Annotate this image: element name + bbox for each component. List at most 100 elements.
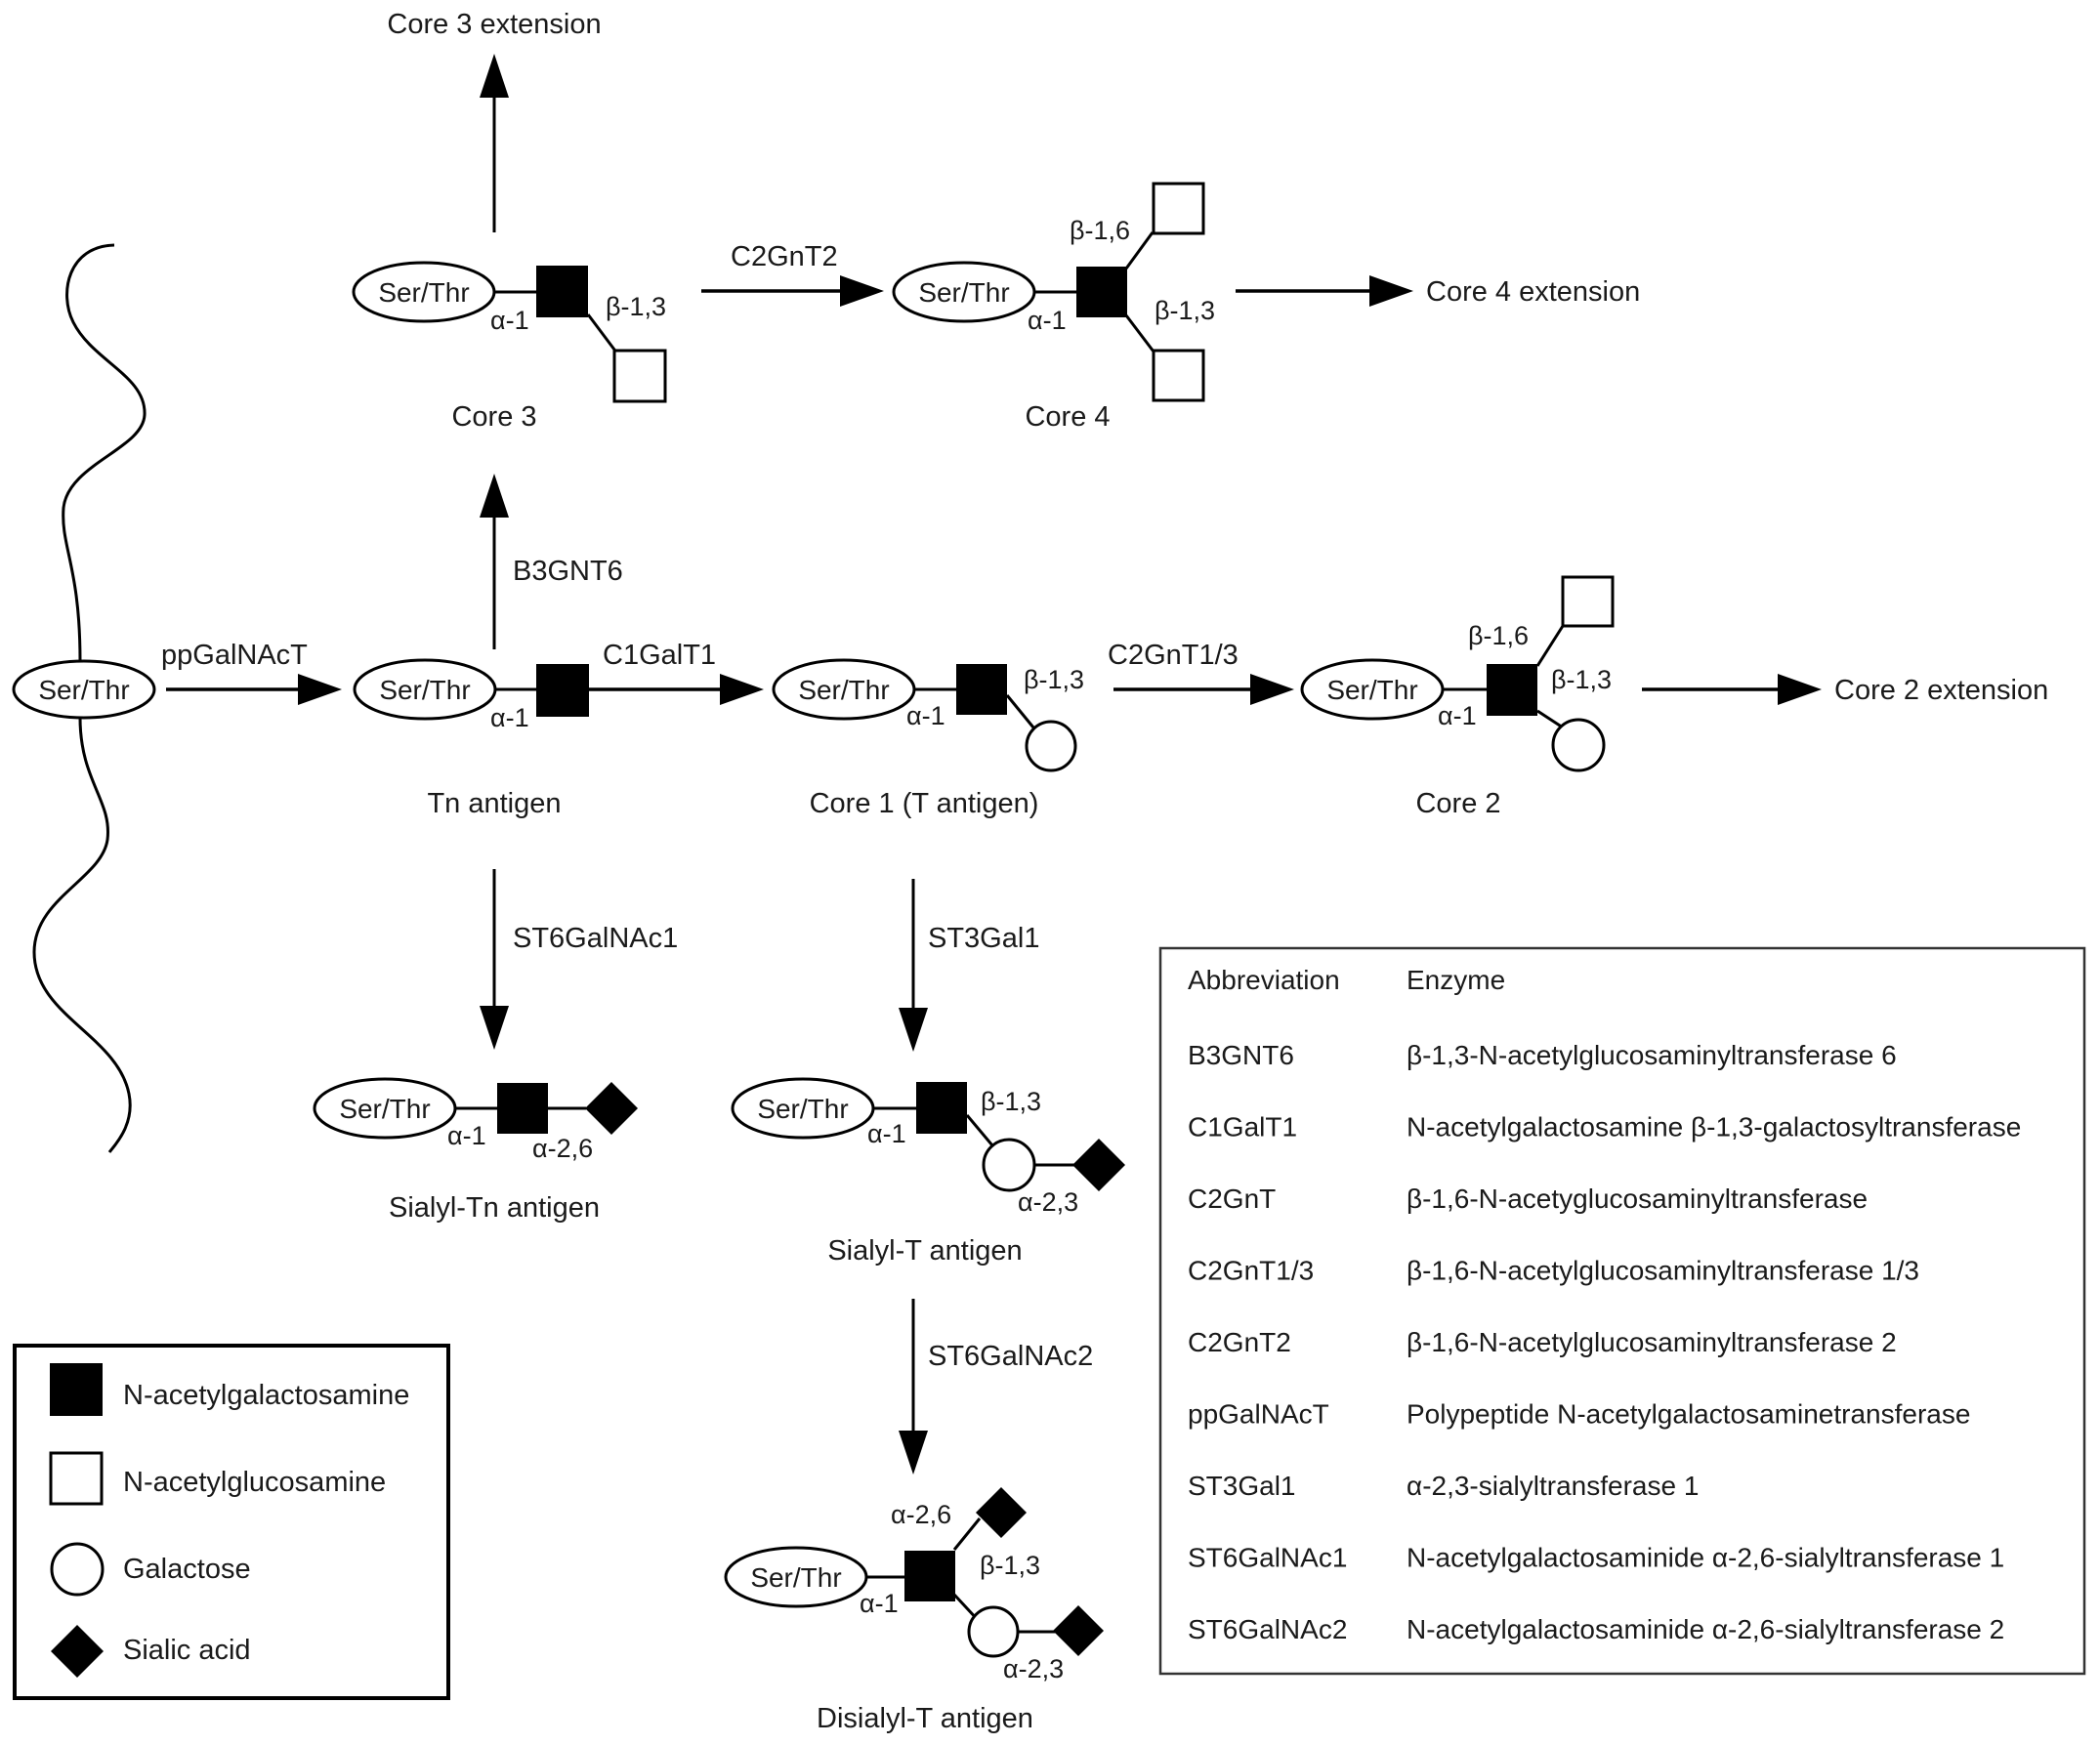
core2-extension-label: Core 2 extension [1834,675,2048,706]
svg-text:α-1: α-1 [1028,306,1067,335]
galactose-icon [967,1605,1020,1658]
table-header-abbreviation: Abbreviation [1188,965,1340,995]
legend-label-galnac: N-acetylgalactosamine [123,1380,409,1411]
galnac-icon [536,266,588,317]
polypeptide-chain-icon [32,243,147,1153]
table-cell-abbreviation: B3GNT6 [1188,1040,1294,1070]
galactose-icon [1551,718,1606,772]
table-cell-abbreviation: ST6GalNAc1 [1188,1543,1347,1573]
structure-label-core4: Core 4 [1025,401,1110,433]
table-cell-abbreviation: C2GnT2 [1188,1327,1291,1357]
arrow-b3gnt6 [480,474,509,649]
table-row: B3GNT6 β-1,3-N-acetylglucosaminyltransfer… [1188,1040,1897,1070]
structure-core3: Ser/Thr α-1 β-1,3 Core 3 [352,261,667,433]
svg-text:β-1,3: β-1,3 [981,1087,1041,1116]
table-cell-enzyme: β-1,6-N-acetyglucosaminyltransferase [1407,1184,1868,1214]
table-row: C2GnT β-1,6-N-acetyglucosaminyltransferas… [1188,1184,1868,1214]
svg-text:α-1: α-1 [867,1119,906,1148]
svg-text:α-2,3: α-2,3 [1003,1654,1064,1683]
structure-label-sialyl-t: Sialyl-T antigen [827,1235,1022,1267]
table-cell-enzyme: N-acetylgalactosamine β-1,3-galactosyltr… [1407,1112,2021,1143]
table-cell-enzyme: Polypeptide N-acetylgalactosaminetransfe… [1407,1399,1970,1430]
arrows [166,54,1822,1475]
galnac-icon [956,664,1007,715]
svg-text:Ser/Thr: Ser/Thr [1326,675,1417,705]
table-cell-enzyme: β-1,3-N-acetylglucosaminyltransferase 6 [1407,1040,1897,1070]
svg-text:α-1: α-1 [906,701,945,730]
enzyme-label-ppgalnact: ppGalNAcT [161,640,308,671]
glcnac-icon [1152,349,1205,402]
structure-sialyl-t: Ser/Thr α-1 β-1,3 α-2,3 Sialyl-T antigen [731,1077,1125,1267]
sialic-acid-icon [976,1487,1027,1538]
table-header-enzyme: Enzyme [1407,965,1505,995]
table-cell-enzyme: β-1,6-N-acetylglucosaminyltransferase 1/… [1407,1256,1919,1286]
svg-text:β-1,3: β-1,3 [606,292,666,321]
enzyme-label-c2gnt1-3: C2GnT1/3 [1108,640,1239,671]
galactose-icon [1025,720,1077,772]
glcnac-icon [612,349,667,403]
arrow-core2-extension [1642,674,1822,705]
arrow-ppgalnact [166,674,342,705]
svg-text:β-1,3: β-1,3 [1155,296,1215,325]
table-row: ST6GalNAc1 N-acetylgalactosaminide α-2,6-… [1188,1543,2004,1573]
table-cell-abbreviation: C2GnT1/3 [1188,1256,1314,1286]
svg-text:β-1,3: β-1,3 [980,1551,1040,1580]
sialic-acid-icon [1053,1605,1104,1656]
svg-text:α-1: α-1 [860,1589,899,1618]
svg-text:Ser/Thr: Ser/Thr [757,1094,848,1124]
galnac-icon [536,664,589,717]
svg-text:Ser/Thr: Ser/Thr [918,277,1009,308]
galactose-icon [982,1138,1036,1192]
arrow-st6galnac2 [899,1299,928,1475]
structure-core1: Ser/Thr α-1 β-1,3 Core 1 (T antigen) [772,658,1084,819]
svg-text:Ser/Thr: Ser/Thr [378,277,469,308]
arrow-c2gnt2 [701,275,884,307]
enzyme-label-st3gal1: ST3Gal1 [928,923,1039,954]
peptide-serthr-free: Ser/Thr [12,659,156,720]
sialic-acid-icon [585,1082,638,1135]
legend-label-sialic-acid: Sialic acid [123,1635,251,1666]
symbol-legend: N-acetylgalactosamine N-acetylglucosamin… [13,1344,450,1700]
enzyme-label-st6galnac2: ST6GalNAc2 [928,1341,1093,1372]
arrow-core3-extension [480,54,509,232]
galnac-icon [497,1083,548,1134]
enzyme-label-c1galt1: C1GalT1 [603,640,716,671]
structure-label-core1: Core 1 (T antigen) [810,788,1039,819]
arrow-c2gnt1-3 [1113,674,1294,705]
core3-extension-label: Core 3 extension [387,9,601,40]
structure-label-disialyl-t: Disialyl-T antigen [817,1703,1033,1734]
arrow-st3gal1 [899,879,928,1052]
enzyme-label-c2gnt2: C2GnT2 [731,241,838,272]
svg-text:β-1,6: β-1,6 [1070,216,1130,245]
structure-label-core3: Core 3 [451,401,536,433]
table-cell-enzyme: β-1,6-N-acetylglucosaminyltransferase 2 [1407,1327,1897,1357]
svg-text:Ser/Thr: Ser/Thr [798,675,889,705]
table-cell-enzyme: N-acetylgalactosaminide α-2,6-sialyltran… [1407,1543,2004,1573]
galnac-icon [1487,664,1537,716]
svg-text:α-1: α-1 [1438,701,1477,730]
svg-text:β-1,3: β-1,3 [1551,665,1612,694]
arrow-st6galnac1 [480,869,509,1050]
glcnac-icon [1561,575,1615,628]
enzyme-label-st6galnac1: ST6GalNAc1 [513,923,678,954]
structure-core2: Ser/Thr α-1 β-1,6 β-1,3 Core 2 [1300,575,1615,819]
svg-text:α-2,3: α-2,3 [1018,1187,1078,1217]
core4-extension-label: Core 4 extension [1426,276,1640,308]
table-cell-abbreviation: ST3Gal1 [1188,1471,1296,1501]
table-row: C2GnT1/3 β-1,6-N-acetylglucosaminyltransf… [1188,1256,1919,1286]
structure-sialyl-tn: Ser/Thr α-1 α-2,6 Sialyl-Tn antigen [313,1077,638,1224]
table-cell-abbreviation: C2GnT [1188,1184,1276,1214]
enzyme-label-b3gnt6: B3GNT6 [513,556,623,587]
galnac-icon [904,1551,955,1601]
legend-sialic-acid-icon [51,1625,104,1678]
structure-label-tn: Tn antigen [427,788,561,819]
svg-text:α-2,6: α-2,6 [532,1134,593,1163]
structure-tn-antigen: Ser/Thr α-1 Tn antigen [353,658,589,819]
glcnac-icon [1152,182,1205,235]
legend-galactose-icon [50,1542,105,1597]
sialic-acid-icon [1072,1139,1125,1191]
